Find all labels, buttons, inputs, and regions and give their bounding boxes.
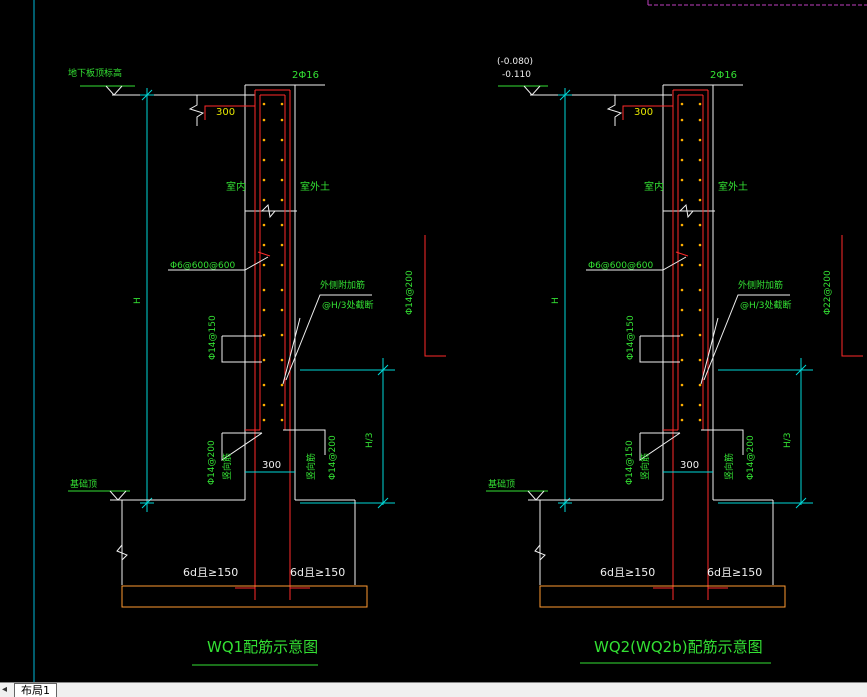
- foundation-label: 基础顶: [488, 478, 515, 490]
- leader-left-vert: [221, 336, 262, 363]
- break-symbol: [116, 544, 128, 561]
- leader-low-left: [639, 432, 681, 461]
- top-bars-label: 2Φ16: [292, 70, 319, 81]
- leader-extra-bars: [285, 294, 372, 381]
- right-vert-label: Φ22@200: [823, 270, 833, 315]
- low-right-a: 竖向筋: [305, 453, 317, 480]
- break-symbol: [261, 203, 276, 219]
- rebar-hook: [622, 105, 673, 120]
- tie-bars-label: Φ6@600@600: [588, 261, 653, 271]
- anchor-left-label: 6d且≥150: [183, 566, 238, 579]
- height-label: H: [551, 297, 561, 304]
- top-bars-label: 2Φ16: [710, 70, 737, 81]
- rebar-marker-right: [424, 235, 446, 357]
- anchor-right-label: 6d且≥150: [290, 566, 345, 579]
- diagram-title: WQ2(WQ2b)配筋示意图: [594, 638, 763, 656]
- rebar-anchor-right: [289, 587, 310, 600]
- diagram-wq2: (-0.080) -0.110 H 2Φ16: [486, 57, 863, 664]
- low-right-b: Φ14@200: [746, 435, 756, 480]
- dim-300-top: 300: [216, 107, 235, 118]
- low-left-b: 竖向筋: [221, 453, 233, 480]
- dim-tick: [377, 497, 389, 509]
- rebar-diag: [700, 317, 719, 385]
- rebar-dots: [680, 102, 702, 422]
- low-right-a: 竖向筋: [723, 453, 735, 480]
- leader-extra-bars: [703, 294, 790, 381]
- leader-low-right: [283, 429, 326, 455]
- top-level-label: 地下板顶标高: [68, 67, 122, 79]
- foundation-slab: [121, 585, 368, 608]
- foundation-triangle: [527, 490, 545, 501]
- low-left-a: Φ14@200: [207, 440, 217, 485]
- leader-low-left: [221, 432, 263, 461]
- break-symbol: [679, 203, 694, 219]
- level-triangle: [105, 85, 123, 96]
- low-left-b: 竖向筋: [639, 453, 651, 480]
- outdoor-label: 室外土: [718, 180, 748, 193]
- layout-tab-bar: [0, 682, 867, 697]
- rebar-diag: [282, 317, 301, 385]
- tie-bars-label: Φ6@600@600: [170, 261, 235, 271]
- dim-tick: [559, 89, 571, 101]
- rebar-marker-right: [841, 235, 863, 357]
- break-symbol: [534, 544, 546, 561]
- left-vert-label: Φ14@150: [626, 315, 636, 360]
- third-height-label: H/3: [365, 432, 375, 448]
- anchor-left-label: 6d且≥150: [600, 566, 655, 579]
- low-right-b: Φ14@200: [328, 435, 338, 480]
- indoor-label: 室内: [644, 180, 664, 193]
- rebar-dots: [262, 102, 284, 422]
- right-vert-label: Φ14@200: [405, 270, 415, 315]
- soil-break: [606, 95, 623, 126]
- rebar-anchor-right: [707, 587, 728, 600]
- dim-tick: [795, 497, 807, 509]
- tie-tick: [257, 251, 271, 257]
- left-vert-label: Φ14@150: [208, 315, 218, 360]
- indoor-label: 室内: [226, 180, 246, 193]
- foundation-label: 基础顶: [70, 478, 97, 490]
- tab-nav-left-icon[interactable]: ◂: [2, 684, 8, 695]
- level-triangle: [523, 85, 541, 96]
- soil-break: [188, 95, 205, 126]
- low-left-a: Φ14@150: [625, 440, 635, 485]
- tie-tick: [675, 251, 689, 257]
- dim-300-top: 300: [634, 107, 653, 118]
- diagram-wq1: 地下板顶标高 H: [68, 67, 446, 666]
- extra-bar-label-2: @H/3处截断: [740, 299, 792, 311]
- dim-tick: [377, 364, 389, 376]
- outdoor-label: 室外土: [300, 180, 330, 193]
- dim-tick: [795, 364, 807, 376]
- rebar-hook: [204, 105, 255, 120]
- leader-left-vert: [639, 336, 680, 363]
- diagram-title: WQ1配筋示意图: [207, 638, 318, 656]
- foundation-triangle: [109, 490, 127, 501]
- top-level-sub-label: -0.110: [502, 70, 531, 80]
- foundation-slab: [539, 585, 786, 608]
- extra-bar-label-1: 外侧附加筋: [738, 279, 783, 291]
- extra-bar-label-2: @H/3处截断: [322, 299, 374, 311]
- anchor-right-label: 6d且≥150: [707, 566, 762, 579]
- leader-tie-bars: [586, 256, 687, 271]
- top-level-label: (-0.080): [497, 57, 533, 67]
- dim-300-bottom: 300: [262, 460, 281, 471]
- dim-300-bottom: 300: [680, 460, 699, 471]
- extra-bar-label-1: 外侧附加筋: [320, 279, 365, 291]
- dim-tick: [141, 89, 153, 101]
- height-label: H: [133, 297, 143, 304]
- rebar-anchor-left: [653, 587, 674, 600]
- rebar-anchor-left: [235, 587, 256, 600]
- third-height-label: H/3: [783, 432, 793, 448]
- tab-layout-1[interactable]: 布局1: [14, 683, 57, 697]
- leader-low-right: [701, 429, 744, 455]
- leader-tie-bars: [168, 256, 269, 271]
